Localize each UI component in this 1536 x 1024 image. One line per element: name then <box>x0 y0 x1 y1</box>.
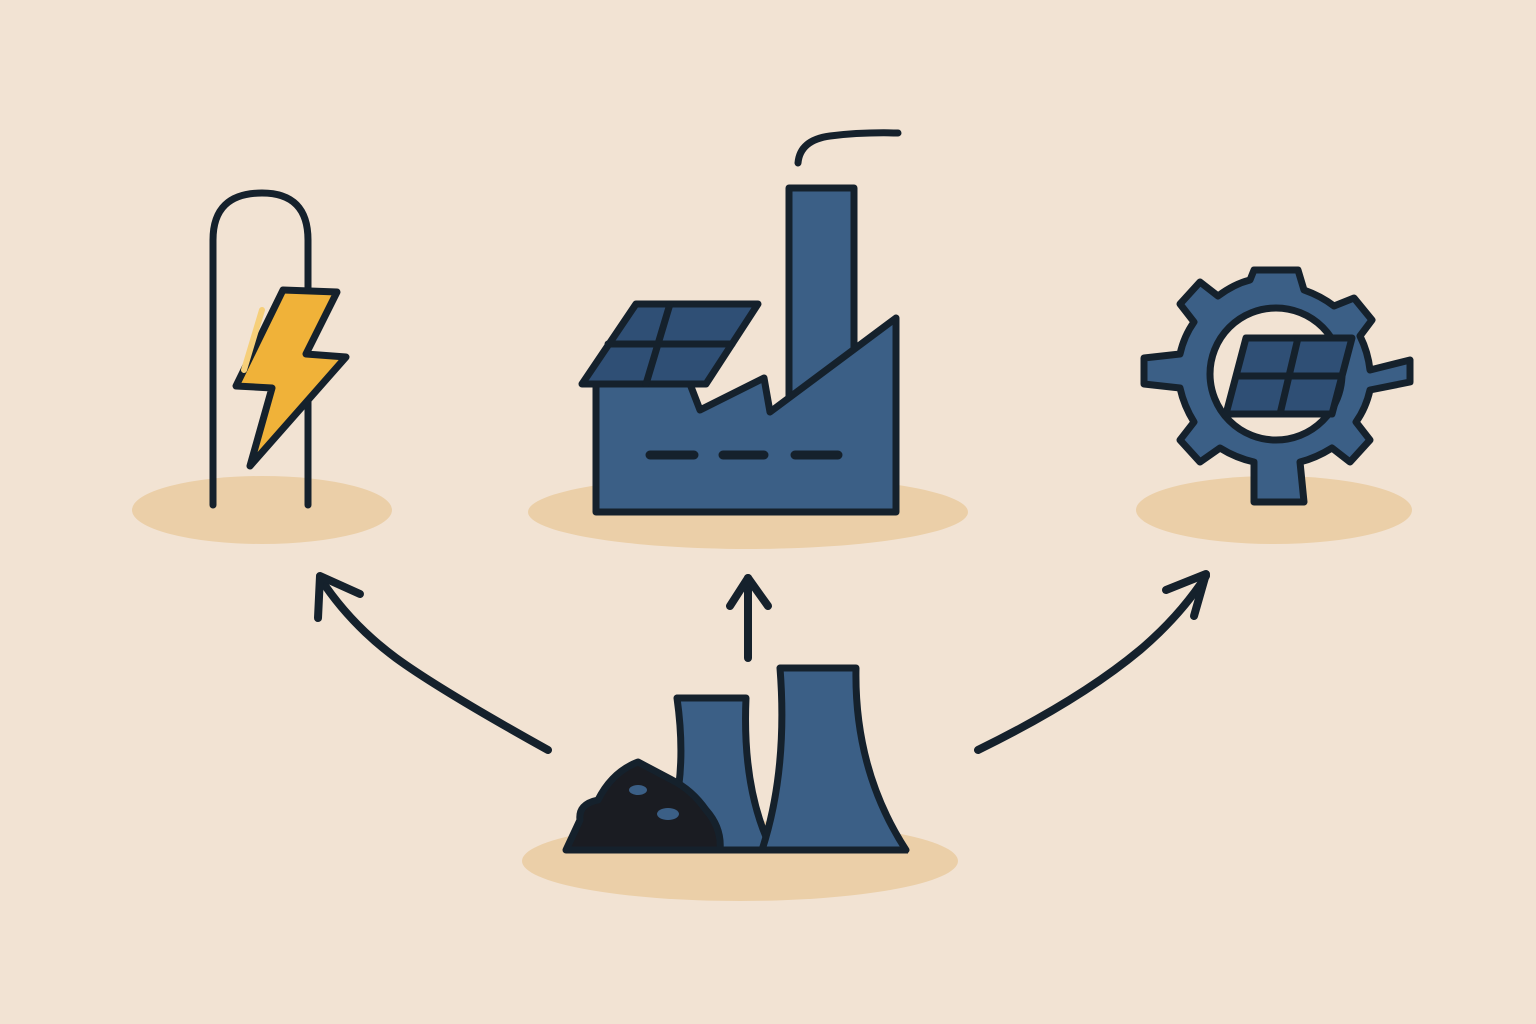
cooling-tower-front <box>758 664 910 854</box>
factory-with-solar-roof-icon <box>578 129 902 516</box>
gear-with-solar-panel-icon <box>1140 266 1414 506</box>
arrow-to-electricity <box>314 572 552 754</box>
arrow-to-factory <box>726 574 772 662</box>
coal-pile-icon <box>562 758 724 854</box>
lightning-bolt-icon <box>232 286 350 470</box>
platform-electricity <box>132 476 392 544</box>
smoke-icon <box>794 129 902 167</box>
arrows <box>314 570 1210 754</box>
power-line-lightning-icon <box>209 189 350 509</box>
platform-manufacturing <box>1136 476 1412 544</box>
cooling-towers-with-coal-pile-icon <box>562 664 910 854</box>
arrow-to-manufacturing <box>974 570 1210 754</box>
